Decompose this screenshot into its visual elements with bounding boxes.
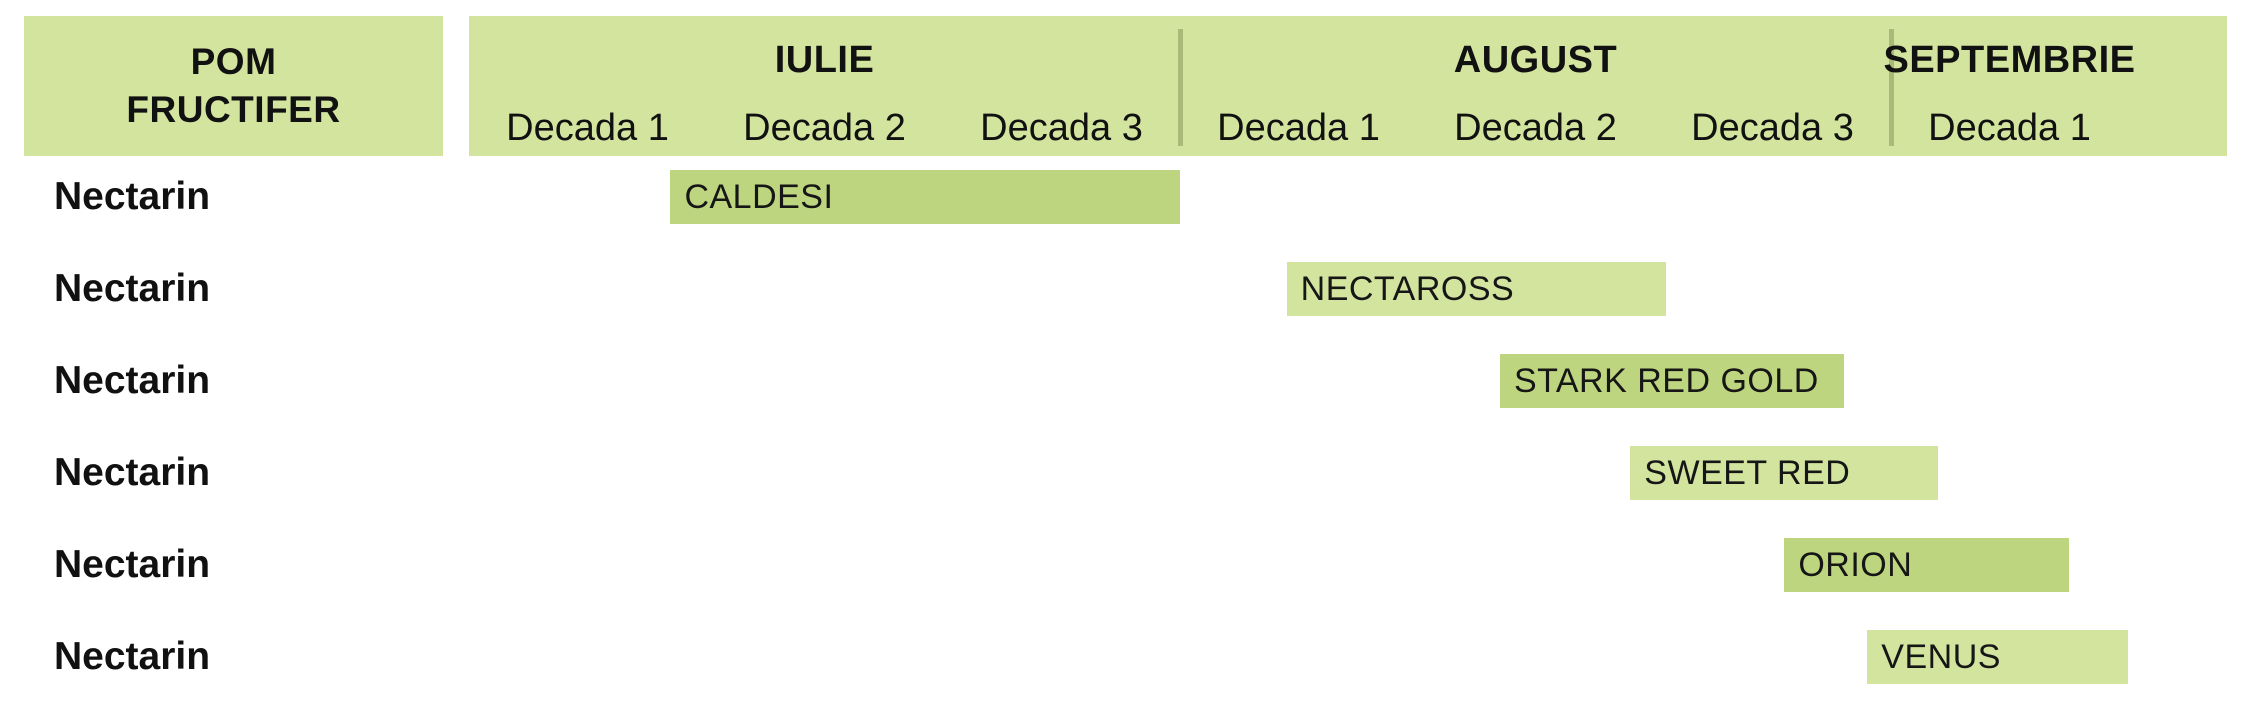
- variety-label: STARK RED GOLD: [1513, 361, 1819, 400]
- month-divider: [1889, 29, 1894, 146]
- harvest-bar: CALDESI: [670, 170, 1180, 224]
- month-divider: [1178, 29, 1183, 146]
- variety-label: ORION: [1798, 545, 1913, 584]
- harvest-bar: VENUS: [1867, 630, 2128, 684]
- decade-label: Decada 3: [1691, 107, 1854, 149]
- row-category-label: Nectarin: [54, 543, 211, 586]
- decade-label: Decada 1: [1217, 107, 1380, 149]
- decade-label: Decada 3: [980, 107, 1143, 149]
- header-fruit-tree: POM FRUCTIFER: [24, 16, 443, 156]
- decade-label: Decada 2: [1454, 107, 1617, 149]
- variety-label: SWEET RED: [1644, 453, 1851, 492]
- month-label: SEPTEMBRIE: [1883, 39, 2136, 81]
- harvest-bar: STARK RED GOLD: [1499, 354, 1844, 408]
- month-label: IULIE: [774, 39, 875, 81]
- harvest-bar: SWEET RED: [1630, 446, 1939, 500]
- header-title-line1: POM: [190, 41, 277, 82]
- row-category-label: Nectarin: [54, 635, 211, 678]
- row-category-label: Nectarin: [54, 451, 211, 494]
- decade-label: Decada 1: [1928, 107, 2091, 149]
- decade-label: Decada 2: [743, 107, 906, 149]
- variety-label: NECTAROSS: [1300, 269, 1515, 308]
- timeline-header: IULIE Decada 1 Decada 2 Decada 3 AUGUST Decad…: [469, 16, 2227, 156]
- month-label: AUGUST: [1453, 39, 1618, 81]
- header-title-line2: FRUCTIFER: [126, 89, 341, 130]
- variety-label: VENUS: [1881, 637, 2001, 676]
- row-category-label: Nectarin: [54, 267, 211, 310]
- row-category-label: Nectarin: [54, 359, 211, 402]
- harvest-bar: ORION: [1784, 538, 2069, 592]
- row-category-label: Nectarin: [54, 175, 211, 218]
- variety-label: CALDESI: [684, 177, 834, 216]
- header-title: POM FRUCTIFER: [126, 38, 340, 134]
- decade-label: Decada 1: [506, 107, 669, 149]
- harvest-bar: NECTAROSS: [1286, 262, 1666, 316]
